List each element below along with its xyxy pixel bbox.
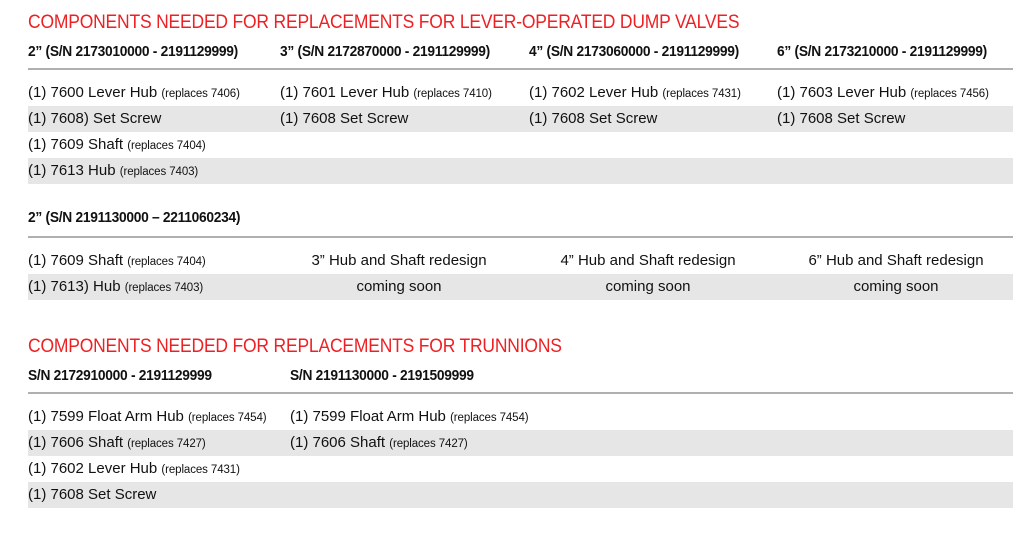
cell-text: (1) 7608 Set Screw bbox=[777, 110, 906, 127]
cell-text: (1) 7601 Lever Hub bbox=[280, 84, 414, 101]
table-row: (1) 7608 Set Screw bbox=[28, 482, 1013, 508]
cell-4in: (1) 7602 Lever Hub (replaces 7431) bbox=[529, 80, 741, 106]
cell-text: (1) 7599 Float Arm Hub bbox=[28, 408, 189, 425]
cell-3in: coming soon bbox=[280, 274, 518, 300]
table-row: (1) 7606 Shaft (replaces 7427) (1) 7606 … bbox=[28, 430, 1013, 456]
table-dump-valves: (1) 7600 Lever Hub (replaces 7406) (1) 7… bbox=[28, 80, 1013, 184]
cell-trunnion-col1: (1) 7606 Shaft (replaces 7427) bbox=[28, 430, 206, 456]
cell-text: (1) 7608) Set Screw bbox=[28, 110, 162, 127]
column-header-2in: 2” (S/N 2173010000 - 2191129999) bbox=[28, 44, 238, 60]
column-header-6in: 6” (S/N 2173210000 - 2191129999) bbox=[777, 44, 987, 60]
cell-trunnion-col2: (1) 7599 Float Arm Hub (replaces 7454) bbox=[290, 404, 529, 430]
cell-trunnion-col2: (1) 7606 Shaft (replaces 7427) bbox=[290, 430, 468, 456]
cell-note: (replaces 7403) bbox=[119, 166, 199, 178]
section-2in-redesign: 2” (S/N 2191130000 – 2211060234) (1) 760… bbox=[28, 210, 1013, 300]
cell-6in: (1) 7608 Set Screw bbox=[777, 106, 905, 132]
cell-text: (1) 7613 Hub bbox=[28, 162, 120, 179]
table-row: (1) 7613 Hub (replaces 7403) bbox=[28, 158, 1013, 184]
column-header-trunnion-range-2: S/N 2191130000 - 2191509999 bbox=[290, 368, 474, 384]
cell-2in: (1) 7613 Hub (replaces 7403) bbox=[28, 158, 198, 184]
header-divider-trunnions bbox=[28, 392, 1013, 394]
cell-note: (replaces 7410) bbox=[413, 88, 492, 100]
cell-3in: (1) 7601 Lever Hub (replaces 7410) bbox=[280, 80, 492, 106]
cell-trunnion-col1: (1) 7602 Lever Hub (replaces 7431) bbox=[28, 456, 240, 482]
cell-text: (1) 7608 Set Screw bbox=[28, 486, 157, 503]
table-row: (1) 7602 Lever Hub (replaces 7431) bbox=[28, 456, 1013, 482]
cell-2in: (1) 7609 Shaft (replaces 7404) bbox=[28, 132, 206, 158]
cell-note: (replaces 7431) bbox=[161, 464, 240, 476]
section-dump-valves: COMPONENTS NEEDED FOR REPLACEMENTS FOR L… bbox=[28, 12, 1013, 184]
cell-4in: coming soon bbox=[529, 274, 767, 300]
cell-note: (replaces 7454) bbox=[450, 412, 529, 424]
cell-4in: (1) 7608 Set Screw bbox=[529, 106, 657, 132]
cell-text: 3” Hub and Shaft redesign bbox=[311, 252, 487, 269]
cell-2in: (1) 7609 Shaft (replaces 7404) bbox=[28, 248, 206, 274]
cell-note: (replaces 7431) bbox=[662, 88, 741, 100]
cell-6in: 6” Hub and Shaft redesign bbox=[777, 248, 1015, 274]
cell-text: (1) 7606 Shaft bbox=[290, 434, 390, 451]
cell-text: (1) 7602 Lever Hub bbox=[28, 460, 162, 477]
cell-note: (replaces 7403) bbox=[124, 282, 204, 294]
table-row: (1) 7599 Float Arm Hub (replaces 7454) (… bbox=[28, 404, 1013, 430]
cell-note: (replaces 7404) bbox=[127, 140, 206, 152]
cell-note: (replaces 7406) bbox=[161, 88, 240, 100]
column-header-4in: 4” (S/N 2173060000 - 2191129999) bbox=[529, 44, 739, 60]
table-2in-redesign: (1) 7609 Shaft (replaces 7404) 3” Hub an… bbox=[28, 248, 1013, 300]
column-header-row-trunnions: S/N 2172910000 - 2191129999 S/N 21911300… bbox=[28, 368, 1013, 392]
table-row: (1) 7613) Hub (replaces 7403) coming soo… bbox=[28, 274, 1013, 300]
cell-3in: 3” Hub and Shaft redesign bbox=[280, 248, 518, 274]
cell-note: (replaces 7427) bbox=[389, 438, 468, 450]
cell-text: (1) 7609 Shaft bbox=[28, 252, 128, 269]
cell-text: (1) 7603 Lever Hub bbox=[777, 84, 911, 101]
cell-text: coming soon bbox=[853, 278, 939, 295]
cell-text: (1) 7613) Hub bbox=[28, 278, 125, 295]
cell-text: (1) 7608 Set Screw bbox=[529, 110, 658, 127]
cell-trunnion-col1: (1) 7599 Float Arm Hub (replaces 7454) bbox=[28, 404, 267, 430]
cell-2in: (1) 7613) Hub (replaces 7403) bbox=[28, 274, 203, 300]
cell-text: coming soon bbox=[605, 278, 691, 295]
cell-text: (1) 7599 Float Arm Hub bbox=[290, 408, 451, 425]
header-divider-dump-valves bbox=[28, 68, 1013, 70]
header-divider-2in-redesign bbox=[28, 236, 1013, 238]
cell-text: (1) 7602 Lever Hub bbox=[529, 84, 663, 101]
cell-text: 4” Hub and Shaft redesign bbox=[560, 252, 736, 269]
table-trunnions: (1) 7599 Float Arm Hub (replaces 7454) (… bbox=[28, 404, 1013, 508]
section-title-trunnions: COMPONENTS NEEDED FOR REPLACEMENTS FOR T… bbox=[28, 336, 562, 357]
section-trunnions: COMPONENTS NEEDED FOR REPLACEMENTS FOR T… bbox=[28, 336, 1013, 508]
cell-note: (replaces 7456) bbox=[910, 88, 989, 100]
cell-6in: coming soon bbox=[777, 274, 1015, 300]
table-row: (1) 7600 Lever Hub (replaces 7406) (1) 7… bbox=[28, 80, 1013, 106]
column-header-3in: 3” (S/N 2172870000 - 2191129999) bbox=[280, 44, 490, 60]
cell-text: (1) 7606 Shaft bbox=[28, 434, 128, 451]
table-row: (1) 7608) Set Screw (1) 7608 Set Screw (… bbox=[28, 106, 1013, 132]
cell-3in: (1) 7608 Set Screw bbox=[280, 106, 408, 132]
cell-text: 6” Hub and Shaft redesign bbox=[808, 252, 984, 269]
cell-text: (1) 7600 Lever Hub bbox=[28, 84, 162, 101]
cell-text: coming soon bbox=[356, 278, 442, 295]
cell-note: (replaces 7427) bbox=[127, 438, 206, 450]
table-row: (1) 7609 Shaft (replaces 7404) bbox=[28, 132, 1013, 158]
cell-note: (replaces 7404) bbox=[127, 256, 206, 268]
column-header-row-dump-valves: 2” (S/N 2173010000 - 2191129999) 3” (S/N… bbox=[28, 44, 1013, 68]
cell-2in: (1) 7608) Set Screw bbox=[28, 106, 161, 132]
table-row: (1) 7609 Shaft (replaces 7404) 3” Hub an… bbox=[28, 248, 1013, 274]
subheading-2in-serial-range: 2” (S/N 2191130000 – 2211060234) bbox=[28, 210, 241, 226]
cell-2in: (1) 7600 Lever Hub (replaces 7406) bbox=[28, 80, 240, 106]
cell-text: (1) 7608 Set Screw bbox=[280, 110, 409, 127]
cell-4in: 4” Hub and Shaft redesign bbox=[529, 248, 767, 274]
section-title-dump-valves: COMPONENTS NEEDED FOR REPLACEMENTS FOR L… bbox=[28, 12, 740, 33]
cell-trunnion-col1: (1) 7608 Set Screw bbox=[28, 482, 156, 508]
cell-note: (replaces 7454) bbox=[188, 412, 267, 424]
cell-text: (1) 7609 Shaft bbox=[28, 136, 128, 153]
column-header-trunnion-range-1: S/N 2172910000 - 2191129999 bbox=[28, 368, 212, 384]
cell-6in: (1) 7603 Lever Hub (replaces 7456) bbox=[777, 80, 989, 106]
